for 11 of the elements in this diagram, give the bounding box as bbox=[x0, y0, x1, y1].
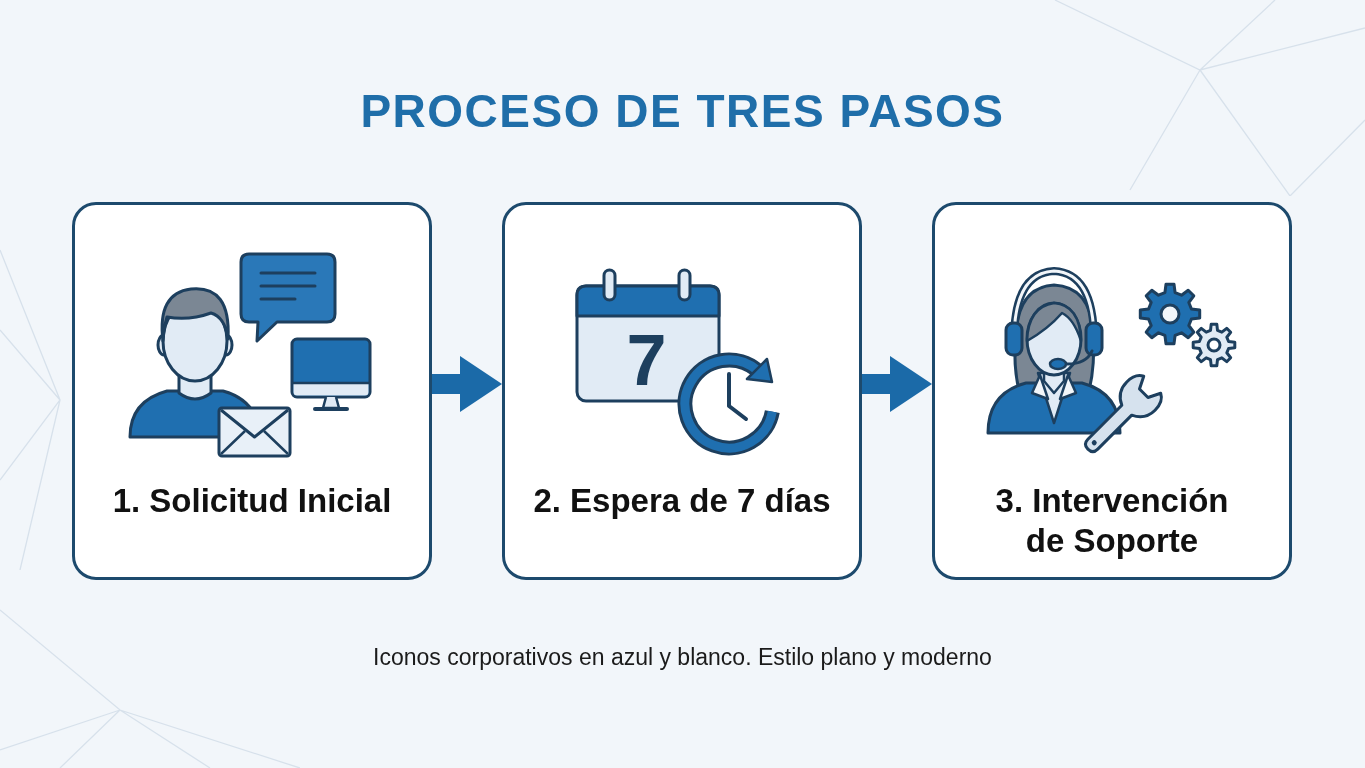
calendar-day-number: 7 bbox=[625, 328, 668, 392]
step-label: 1. Solicitud Inicial bbox=[112, 481, 392, 521]
step-label: 2. Espera de 7 días bbox=[533, 481, 831, 521]
arrow bbox=[432, 356, 502, 412]
step-card bbox=[502, 202, 862, 580]
step-card bbox=[72, 202, 432, 580]
step-card bbox=[932, 202, 1292, 580]
caption: Iconos corporativos en azul y blanco. Estilo plano y moderno bbox=[373, 643, 992, 672]
arrow bbox=[862, 356, 932, 412]
title: PROCESO DE TRES PASOS bbox=[360, 84, 1005, 138]
step-label: 3. Intervención de Soporte bbox=[994, 481, 1230, 561]
